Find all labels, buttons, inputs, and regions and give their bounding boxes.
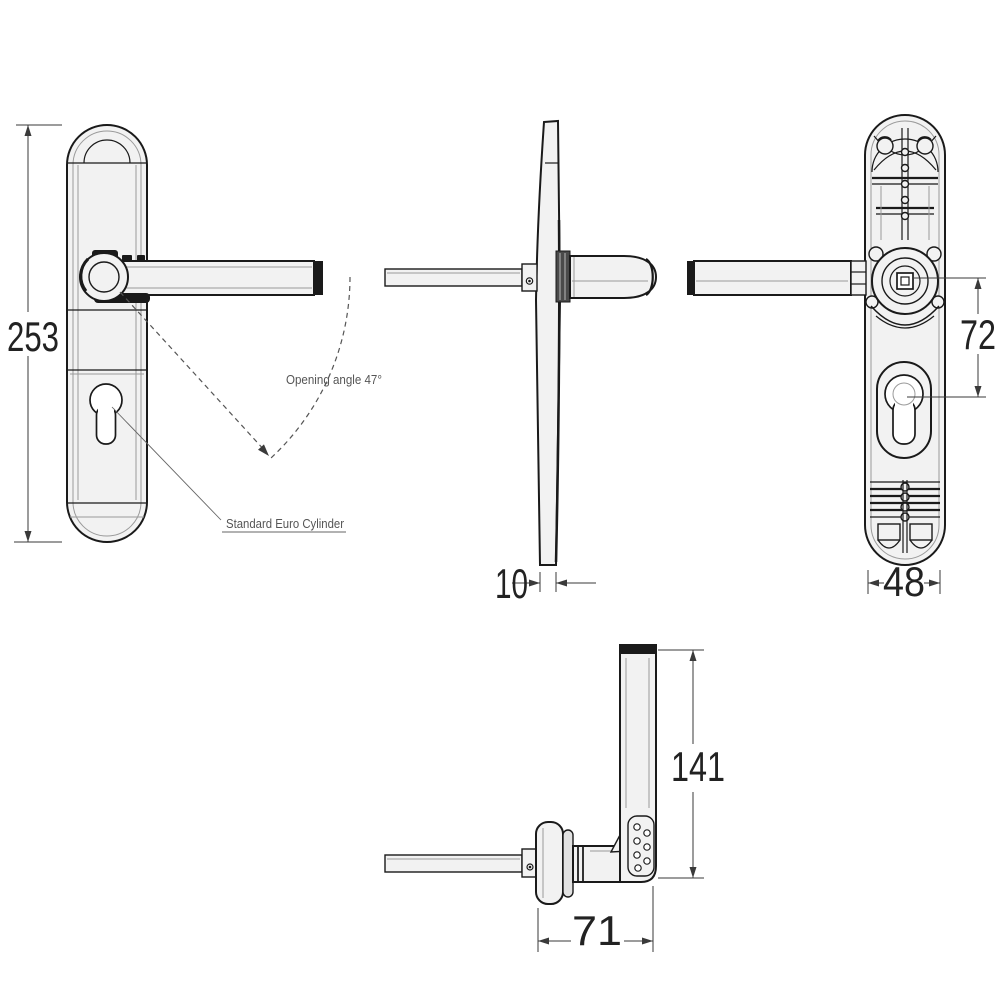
annotation-euro-cylinder: Standard Euro Cylinder [111, 406, 346, 533]
dim-overall-height-value: 253 [7, 313, 59, 360]
dim-plate-width-value: 48 [883, 558, 925, 605]
dim-lever-length-value: 141 [671, 743, 725, 790]
bottom-view: 141 71 [384, 644, 725, 954]
cylinder-boss-back [876, 361, 932, 459]
lever-front [115, 255, 323, 296]
spindle-side [384, 263, 538, 292]
lever-end-cap [314, 261, 323, 295]
dim-overall-height: 253 [7, 124, 62, 543]
dim-lever-length: 141 [658, 649, 725, 879]
backplate-front [66, 124, 148, 543]
spindle-square-hole [896, 272, 914, 290]
backplate-front-inner-border [72, 130, 142, 537]
front-view: Opening angle 47° Standard Euro Cylinder… [7, 124, 382, 543]
euro-cylinder-label: Standard Euro Cylinder [226, 516, 345, 531]
grip-side [569, 255, 658, 299]
spring-mechanism-bottom [870, 480, 940, 553]
backplate-front-details [68, 139, 146, 518]
handle-neck-top [572, 833, 631, 883]
lever-end-cap-top [620, 645, 656, 654]
backplate-back [864, 114, 946, 566]
swing-arrow [257, 444, 269, 456]
lever-top [619, 644, 657, 883]
euro-cylinder-leader [111, 406, 222, 521]
annotation-opening-angle: Opening angle 47° [119, 276, 382, 459]
swing-arc [270, 276, 351, 459]
spindle-top [384, 848, 539, 878]
lever-back [687, 260, 867, 296]
dim-plate-thickness-value: 10 [495, 560, 528, 607]
dim-projection: 71 [537, 886, 654, 954]
dim-centres: 72 [907, 277, 996, 398]
handle-collar-side [555, 250, 571, 303]
back-view: 72 48 [687, 114, 996, 605]
spindle-hub-back [865, 246, 945, 329]
grip-texture [627, 815, 655, 877]
handle-hub-front [79, 250, 150, 303]
dim-plate-width: 48 [867, 558, 941, 605]
dim-centres-value: 72 [960, 311, 996, 358]
side-view: 10 [384, 119, 658, 607]
spring-mechanism-top [871, 128, 939, 240]
euro-keyhole-front [89, 383, 123, 445]
dim-projection-value: 71 [572, 907, 622, 954]
lever-end-cap-back [687, 261, 695, 295]
dim-plate-thickness: 10 [495, 560, 596, 607]
opening-angle-label: Opening angle 47° [286, 372, 382, 387]
rotated-lever-line [119, 291, 267, 453]
rosette-top [535, 821, 574, 905]
